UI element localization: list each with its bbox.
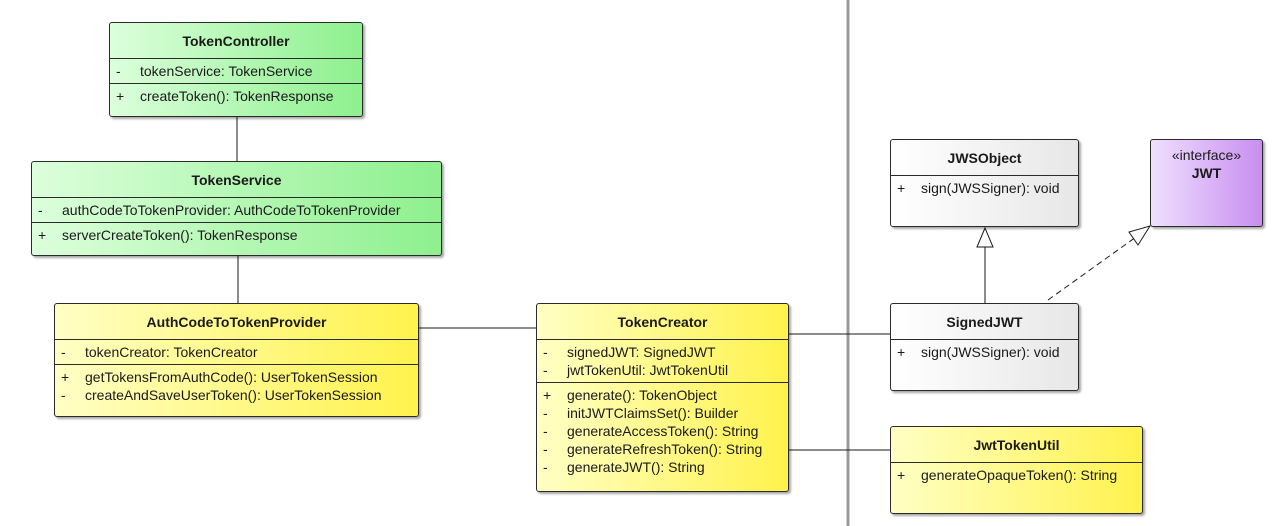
operation-row: - createAndSaveUserToken(): UserTokenSes… bbox=[61, 387, 382, 403]
class-name: TokenService bbox=[32, 162, 441, 198]
attributes-compartment: - tokenCreator: TokenCreator bbox=[55, 340, 418, 365]
class-name: TokenController bbox=[110, 23, 362, 59]
realization-arrowhead bbox=[1128, 225, 1152, 246]
class-name: TokenCreator bbox=[537, 304, 788, 340]
class-auth-code-to-token-provider[interactable]: AuthCodeToTokenProvider - tokenCreator: … bbox=[54, 303, 419, 417]
attribute-row: - tokenCreator: TokenCreator bbox=[61, 344, 258, 360]
class-token-service[interactable]: TokenService - authCodeToTokenProvider: … bbox=[31, 161, 442, 256]
operations-compartment: + serverCreateToken(): TokenResponse bbox=[32, 223, 441, 247]
class-jws-object[interactable]: JWSObject + sign(JWSSigner): void bbox=[890, 139, 1079, 227]
operations-compartment: + sign(JWSSigner): void bbox=[891, 176, 1078, 200]
interface-name: JWT bbox=[1191, 165, 1222, 181]
interface-jwt[interactable]: «interface» JWT bbox=[1150, 139, 1263, 227]
attributes-compartment: - authCodeToTokenProvider: AuthCodeToTok… bbox=[32, 198, 441, 223]
attribute-row: - jwtTokenUtil: JwtTokenUtil bbox=[543, 362, 729, 378]
class-jwt-token-util[interactable]: JwtTokenUtil + generateOpaqueToken(): St… bbox=[890, 426, 1143, 514]
attributes-compartment: - signedJWT: SignedJWT - jwtTokenUtil: J… bbox=[537, 340, 788, 383]
operation-row: + generateOpaqueToken(): String bbox=[897, 467, 1118, 483]
operations-compartment: + generate(): TokenObject - initJWTClaim… bbox=[537, 383, 788, 479]
operation-row: - generateRefreshToken(): String bbox=[543, 441, 763, 457]
class-name: SignedJWT bbox=[891, 304, 1078, 340]
realization-line bbox=[1047, 236, 1137, 301]
attributes-compartment: - tokenService: TokenService bbox=[110, 59, 362, 84]
generalization-arrowhead bbox=[976, 226, 994, 248]
operation-row: + getTokensFromAuthCode(): UserTokenSess… bbox=[61, 369, 378, 385]
class-name: «interface» JWT bbox=[1151, 140, 1262, 182]
class-name: JWSObject bbox=[891, 140, 1078, 176]
operation-row: + serverCreateToken(): TokenResponse bbox=[38, 227, 298, 243]
operation-row: - initJWTClaimsSet(): Builder bbox=[543, 405, 739, 421]
class-token-creator[interactable]: TokenCreator - signedJWT: SignedJWT - jw… bbox=[536, 303, 789, 492]
stereotype-label: «interface» bbox=[1171, 147, 1242, 163]
operation-row: - generateJWT(): String bbox=[543, 459, 705, 475]
operation-row: + createToken(): TokenResponse bbox=[116, 88, 334, 104]
operation-row: + sign(JWSSigner): void bbox=[897, 180, 1060, 196]
class-signed-jwt[interactable]: SignedJWT + sign(JWSSigner): void bbox=[890, 303, 1079, 391]
class-name: AuthCodeToTokenProvider bbox=[55, 304, 418, 340]
operation-row: + generate(): TokenObject bbox=[543, 387, 717, 403]
class-name: JwtTokenUtil bbox=[891, 427, 1142, 463]
operations-compartment: + createToken(): TokenResponse bbox=[110, 84, 362, 108]
attribute-row: - authCodeToTokenProvider: AuthCodeToTok… bbox=[38, 202, 401, 218]
operations-compartment: + getTokensFromAuthCode(): UserTokenSess… bbox=[55, 365, 418, 407]
operation-row: + sign(JWSSigner): void bbox=[897, 344, 1060, 360]
class-token-controller[interactable]: TokenController - tokenService: TokenSer… bbox=[109, 22, 363, 117]
operations-compartment: + generateOpaqueToken(): String bbox=[891, 463, 1142, 487]
attribute-row: - signedJWT: SignedJWT bbox=[543, 344, 716, 360]
operation-row: - generateAccessToken(): String bbox=[543, 423, 759, 439]
operations-compartment: + sign(JWSSigner): void bbox=[891, 340, 1078, 364]
attribute-row: - tokenService: TokenService bbox=[116, 63, 313, 79]
